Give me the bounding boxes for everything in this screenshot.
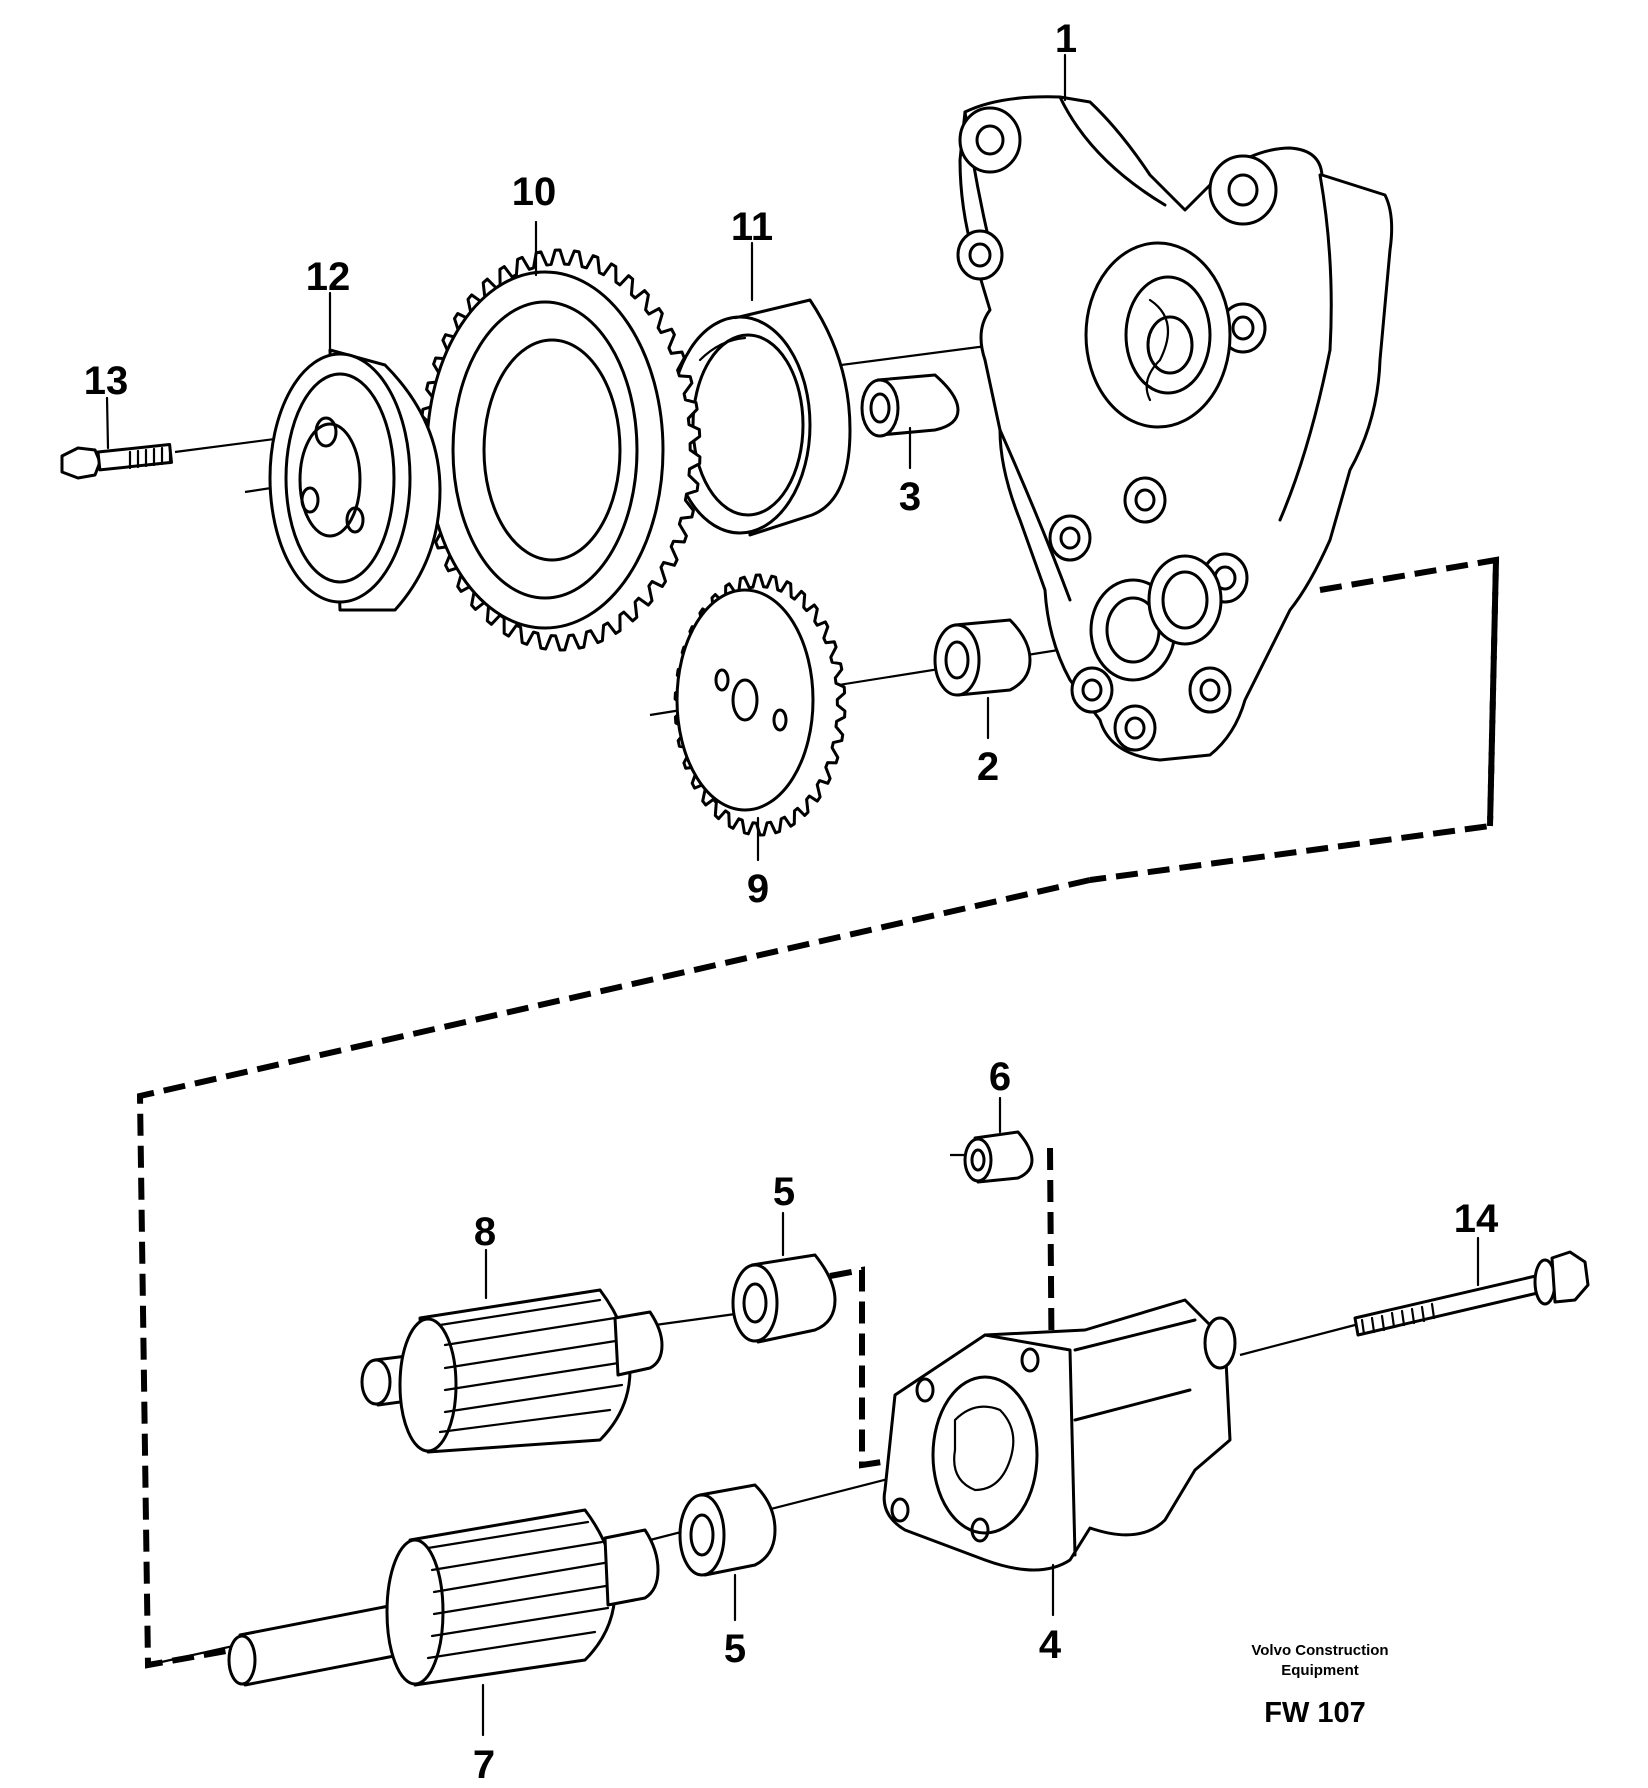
label-part-9: 9 [747,867,769,911]
pump-housing-part-4 [882,1298,1237,1572]
label-part-12: 12 [306,255,351,299]
label-part-10: 10 [512,170,557,214]
part-number-labels: 1 10 11 12 13 3 2 9 6 5 8 14 5 4 7 [84,17,1499,1787]
label-part-6: 6 [989,1055,1011,1099]
label-part-14: 14 [1454,1197,1499,1241]
gear-shaft-part-7 [227,1508,660,1687]
upper-dashed-outline [1089,556,1500,883]
caption: Volvo Construction Equipment FW 107 [1251,1642,1388,1729]
bushing-part-5-upper [731,1253,837,1344]
gear-part-9 [673,573,847,837]
label-part-4: 4 [1039,1623,1062,1667]
label-part-8: 8 [474,1210,496,1254]
bushing-part-6 [963,1130,1034,1184]
bushing-part-5-lower [678,1483,777,1577]
label-part-7: 7 [473,1743,495,1787]
ring-part-11 [668,298,852,537]
label-part-5-upper: 5 [773,1170,795,1214]
brand-line-1: Volvo Construction [1251,1642,1388,1659]
label-part-3: 3 [899,475,921,519]
helical-gear-part-10 [418,248,702,652]
long-bolt-part-14 [1353,1250,1590,1337]
timing-housing-part-1 [956,95,1394,762]
brand-line-2: Equipment [1281,1662,1359,1679]
label-part-13: 13 [84,359,129,403]
figure-code: FW 107 [1264,1697,1366,1729]
label-part-5-lower: 5 [724,1627,746,1671]
hub-part-12 [268,348,442,612]
bushing-part-3 [860,373,960,438]
label-part-11: 11 [731,205,773,249]
label-part-1: 1 [1055,17,1077,61]
bolt-part-13 [60,442,173,480]
bushing-part-2 [933,618,1032,697]
label-part-2: 2 [977,745,999,789]
leader-lines [105,53,1480,1737]
gear-shaft-part-8 [360,1288,664,1454]
